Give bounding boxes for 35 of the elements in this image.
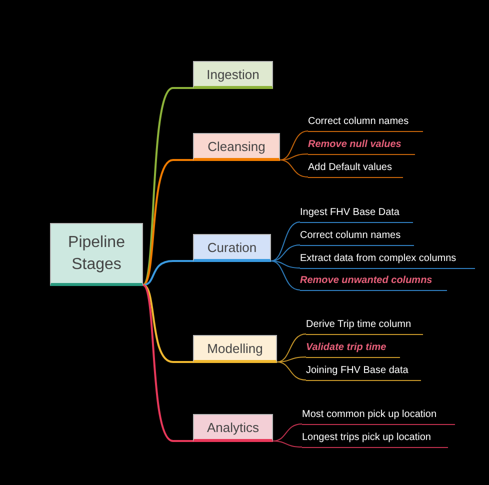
subtopic-label: Validate trip time	[306, 342, 400, 358]
connector-line	[280, 154, 308, 160]
subtopic-label: Most common pick up location	[302, 409, 455, 425]
connector-line	[142, 159, 193, 286]
topic-box: Curation	[193, 234, 271, 262]
connector-line	[280, 130, 308, 160]
connector-line	[270, 244, 300, 262]
connector-line	[276, 334, 306, 362]
connector-line	[142, 87, 193, 286]
connector-line	[276, 362, 306, 380]
topic-box: Ingestion	[193, 61, 273, 89]
connector-line	[270, 260, 300, 268]
subtopic-label: Extract data from complex columns	[300, 253, 475, 269]
subtopic-label: Longest trips pick up location	[302, 432, 448, 448]
central-topic-box: Pipeline Stages	[50, 223, 143, 286]
topic-box: Modelling	[193, 335, 277, 363]
topic-box: Cleansing	[193, 133, 280, 161]
connector-line	[272, 440, 302, 448]
connector-line	[142, 284, 193, 363]
connector-line	[270, 260, 300, 290]
subtopic-label: Correct column names	[300, 230, 414, 246]
subtopic-label: Derive Trip time column	[306, 319, 423, 335]
subtopic-label: Remove unwanted columns	[300, 275, 447, 291]
connector-line	[270, 222, 300, 262]
subtopic-label: Ingest FHV Base Data	[300, 207, 413, 223]
subtopic-label: Add Default values	[308, 162, 403, 178]
connector-line	[276, 356, 306, 362]
connector-line	[272, 424, 302, 442]
subtopic-label: Remove null values	[308, 139, 415, 155]
subtopic-label: Joining FHV Base data	[306, 365, 421, 381]
connector-line	[280, 160, 308, 178]
connector-line	[142, 284, 193, 442]
connector-line	[142, 260, 193, 286]
topic-box: Analytics	[193, 414, 273, 442]
subtopic-label: Correct column names	[308, 116, 423, 132]
